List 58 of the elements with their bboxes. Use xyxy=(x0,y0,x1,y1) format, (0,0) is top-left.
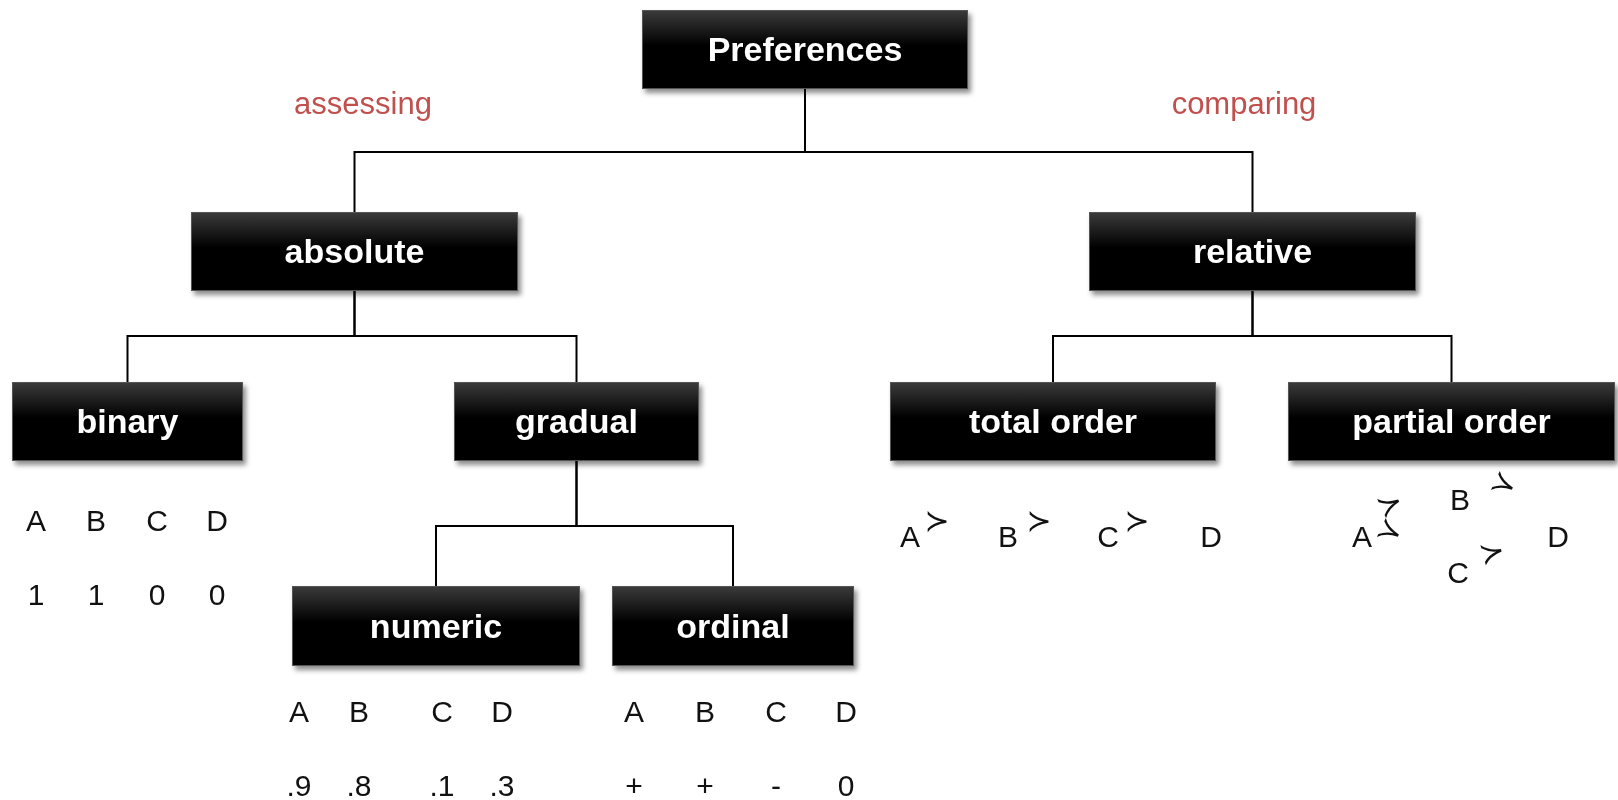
box-label: Preferences xyxy=(707,30,903,69)
value-label: .3 xyxy=(489,771,515,800)
value-label: .9 xyxy=(286,771,312,800)
precedence-symbol: ≻ xyxy=(1486,465,1522,503)
value-label: C xyxy=(765,697,787,727)
box-label: ordinal xyxy=(676,606,790,646)
value-label: 1 xyxy=(87,580,105,610)
box-label: relative xyxy=(1192,232,1313,271)
precedence-symbol: ≻ xyxy=(924,506,950,536)
connector-line xyxy=(1251,290,1453,383)
box-label: binary xyxy=(76,402,179,441)
value-label: C xyxy=(431,697,453,727)
value-label: 0 xyxy=(148,580,166,610)
category-box xyxy=(612,586,854,666)
value-label: A xyxy=(26,506,46,536)
precedence-symbol: ≻ xyxy=(1026,506,1052,536)
value-label: B xyxy=(1450,485,1470,515)
box-label: total order xyxy=(968,402,1138,441)
value-label: B xyxy=(998,522,1018,552)
box-label: partial order xyxy=(1352,402,1551,441)
value-label: 0 xyxy=(208,580,226,610)
value-label: 1 xyxy=(27,580,45,610)
value-label: + xyxy=(625,771,643,800)
value-label: C xyxy=(1097,522,1119,552)
category-box xyxy=(454,382,699,461)
value-label: A xyxy=(289,697,309,727)
category-box xyxy=(12,382,243,461)
category-box xyxy=(642,10,968,89)
value-label: B xyxy=(86,506,106,536)
precedence-symbol: ≻ xyxy=(1476,534,1508,570)
value-label: A xyxy=(624,697,644,727)
box-label: absolute xyxy=(284,232,425,271)
value-label: .8 xyxy=(346,771,372,800)
connector-line xyxy=(353,290,578,383)
connector-line xyxy=(575,460,734,587)
box-label: numeric xyxy=(369,606,503,646)
value-label: D xyxy=(206,506,228,536)
value-label: D xyxy=(491,697,513,727)
value-label: - xyxy=(771,771,781,800)
precedence-symbol: ≻ xyxy=(1124,506,1150,536)
value-label: + xyxy=(696,771,714,800)
value-label: C xyxy=(1447,558,1469,588)
value-label: A xyxy=(900,522,920,552)
value-label: D xyxy=(835,697,857,727)
value-label: B xyxy=(695,697,715,727)
category-box xyxy=(292,586,580,666)
box-label: gradual xyxy=(515,402,638,441)
value-label: .1 xyxy=(429,771,455,800)
category-box xyxy=(191,212,518,291)
value-label: 0 xyxy=(837,771,855,800)
category-box xyxy=(1288,382,1615,461)
category-box xyxy=(890,382,1216,461)
category-box xyxy=(1089,212,1416,291)
value-label: B xyxy=(349,697,369,727)
value-label: C xyxy=(146,506,168,536)
value-label: D xyxy=(1200,522,1222,552)
value-label: A xyxy=(1352,522,1372,552)
value-label: D xyxy=(1547,522,1569,552)
